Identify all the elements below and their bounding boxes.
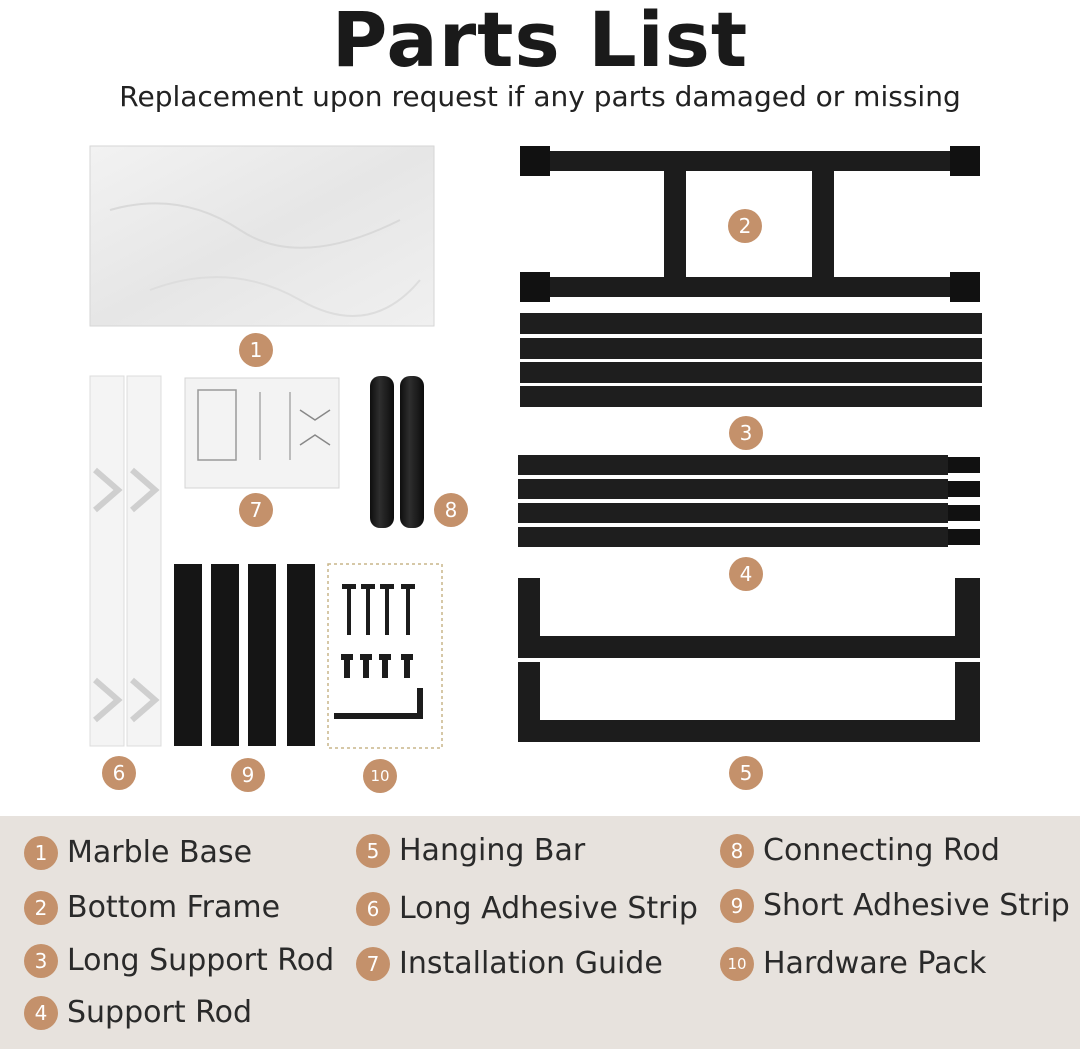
legend-badge: 1 — [24, 836, 58, 870]
legend-badge: 8 — [720, 834, 754, 868]
page-subtitle: Replacement upon request if any parts da… — [119, 80, 961, 113]
badge-6: 6 — [102, 756, 136, 790]
legend-label: Long Support Rod — [67, 943, 335, 978]
legend-label: Marble Base — [67, 835, 253, 870]
parts-legend: 1 Marble Base 2 Bottom Frame 3 Long Supp… — [0, 816, 1080, 1049]
legend-label: Long Adhesive Strip — [399, 891, 698, 926]
legend-item-hardware-pack: 10 Hardware Pack — [720, 944, 986, 984]
legend-label: Short Adhesive Strip — [763, 888, 1070, 923]
badge-3: 3 — [729, 416, 763, 450]
parts-illustration — [89, 145, 982, 749]
legend-item-bottom-frame: 2 Bottom Frame — [24, 888, 280, 928]
badge-10: 10 — [363, 759, 397, 793]
badge-9: 9 — [231, 758, 265, 792]
legend-badge: 4 — [24, 996, 58, 1030]
legend-badge: 5 — [356, 834, 390, 868]
hanging-bar-image — [518, 578, 980, 742]
legend-item-connecting-rod: 8 Connecting Rod — [720, 831, 1000, 871]
support-rod-image — [518, 455, 980, 547]
long-support-rod-image — [520, 313, 982, 407]
legend-label: Hardware Pack — [763, 946, 987, 981]
legend-label: Hanging Bar — [399, 833, 586, 868]
marble-base-image — [89, 145, 435, 327]
badge-7: 7 — [239, 493, 273, 527]
badge-1: 1 — [239, 333, 273, 367]
legend-label: Connecting Rod — [763, 833, 1000, 868]
legend-item-marble-base: 1 Marble Base — [24, 833, 252, 873]
legend-item-long-adhesive-strip: 6 Long Adhesive Strip — [356, 889, 698, 929]
bottom-frame-image — [520, 146, 980, 302]
legend-badge: 10 — [720, 947, 754, 981]
legend-item-short-adhesive-strip: 9 Short Adhesive Strip — [720, 886, 1070, 926]
legend-item-installation-guide: 7 Installation Guide — [356, 944, 663, 984]
badge-2: 2 — [728, 209, 762, 243]
badge-5: 5 — [729, 756, 763, 790]
legend-label: Installation Guide — [399, 946, 663, 981]
badge-8: 8 — [434, 493, 468, 527]
installation-guide-image — [184, 377, 340, 489]
legend-label: Support Rod — [67, 995, 253, 1030]
legend-item-hanging-bar: 5 Hanging Bar — [356, 831, 585, 871]
long-adhesive-strip-image — [89, 375, 162, 747]
legend-badge: 2 — [24, 891, 58, 925]
legend-label: Bottom Frame — [67, 890, 281, 925]
page-title: Parts List — [331, 0, 749, 84]
hardware-pack-image — [327, 563, 443, 749]
legend-badge: 7 — [356, 947, 390, 981]
connecting-rod-image — [370, 376, 424, 528]
legend-badge: 9 — [720, 889, 754, 923]
badge-4: 4 — [729, 557, 763, 591]
legend-badge: 3 — [24, 944, 58, 978]
legend-item-long-support-rod: 3 Long Support Rod — [24, 941, 334, 981]
legend-item-support-rod: 4 Support Rod — [24, 993, 252, 1033]
legend-badge: 6 — [356, 892, 390, 926]
short-adhesive-strip-image — [174, 564, 315, 746]
